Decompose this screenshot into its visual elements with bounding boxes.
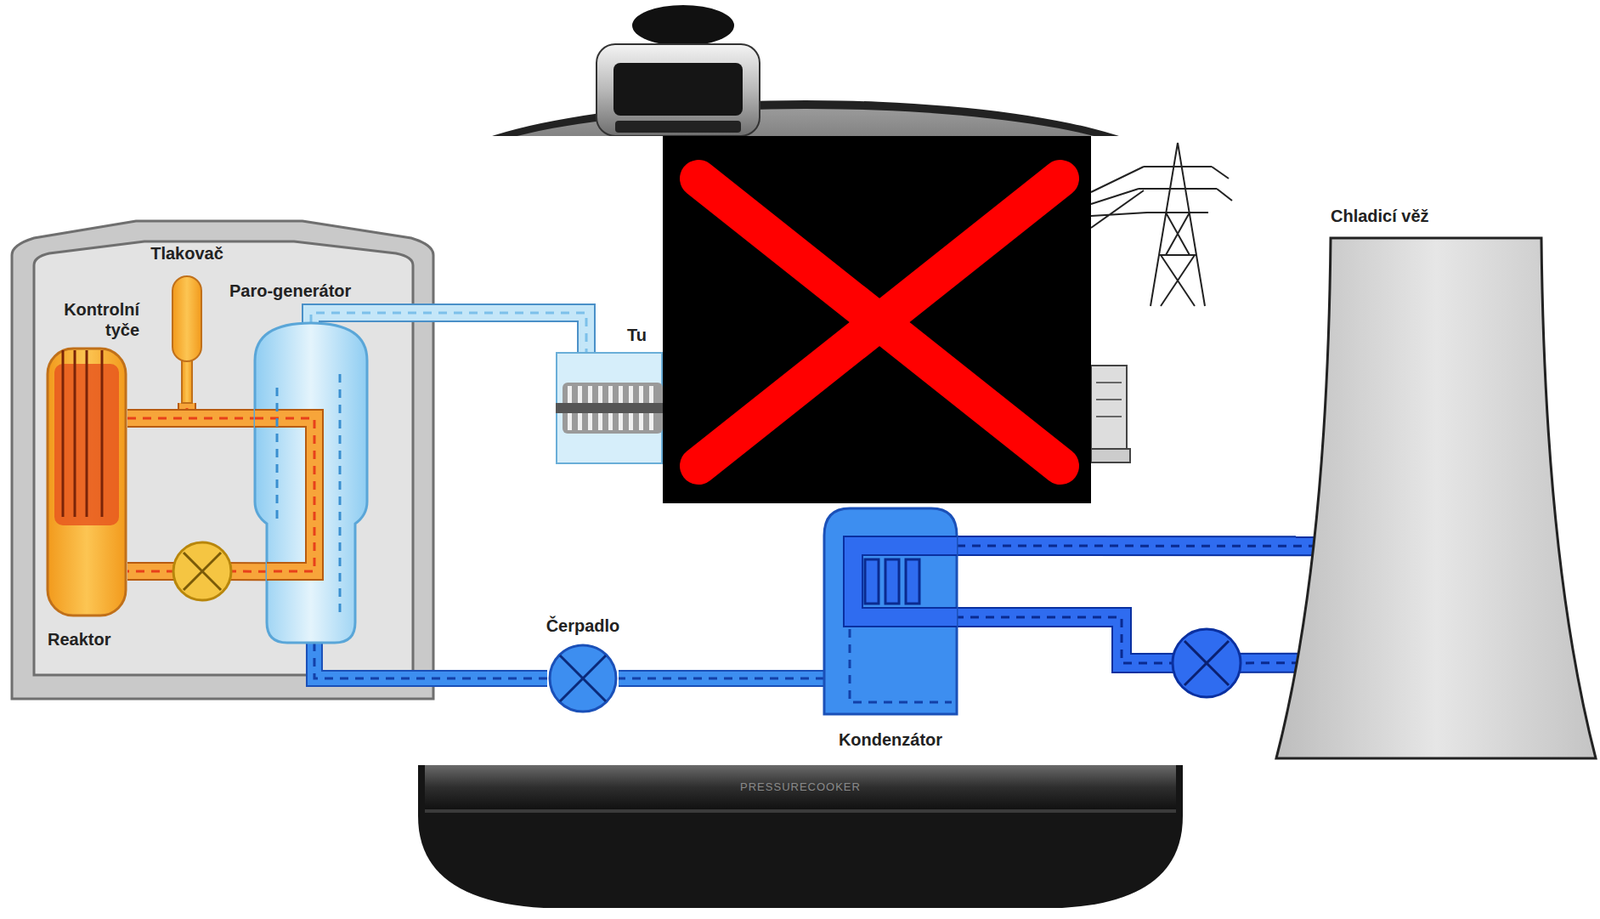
pump-shape: [547, 642, 619, 714]
pipe-body: [314, 642, 548, 679]
node-label: Tlakovač: [150, 243, 224, 264]
pipe-outline: [618, 669, 825, 687]
condenser: Kondenzátor: [824, 501, 957, 714]
pipe-body: [618, 671, 825, 685]
cooling-tower-shape: [1330, 237, 1542, 760]
node-label: Paro-generátor: [229, 280, 351, 301]
reactor-shape: [45, 346, 128, 617]
generator-symbol: [1091, 365, 1131, 463]
pipe-outline: [956, 616, 1331, 663]
cooling-tower: Chladicí věž: [1330, 237, 1542, 760]
pipe-outline: [127, 408, 255, 428]
pipe-connector: [956, 545, 1331, 547]
node-label: Reaktor: [47, 628, 111, 650]
node-label: Chladicí věž: [1330, 205, 1430, 227]
node-label: Kondenzátor: [838, 729, 943, 750]
flow-dashes: [314, 642, 548, 679]
primary-pump-symbol: [173, 542, 232, 600]
power-pylon: [1091, 142, 1233, 306]
containment-building: [11, 220, 434, 699]
flow-dashes: [618, 677, 825, 680]
turbine: Tu: [555, 351, 663, 464]
pipe-body: [956, 537, 1331, 555]
flow-dashes: [127, 416, 255, 419]
condenser-shape: [824, 501, 957, 714]
white-panel: [0, 135, 1600, 765]
pressurizer: Tlakovač: [171, 275, 203, 403]
pipe-connector: [314, 642, 548, 679]
pump-symbol: Čerpadlo: [547, 642, 619, 714]
node-label: Čerpadlo: [546, 615, 621, 636]
brand-text: PRESSURECOOKER: [732, 780, 869, 794]
pipe-outline: [314, 642, 548, 679]
steam-generator: Paro-generátor: [254, 322, 368, 643]
pipe-connector: [618, 678, 825, 679]
turbine-shape: [555, 351, 663, 464]
part-label: Kontrolní tyče: [50, 299, 140, 340]
pipe-body: [956, 616, 1331, 663]
flow-dashes: [956, 616, 1331, 663]
flow-dashes: [956, 544, 1331, 548]
node-label: Tu: [627, 324, 647, 345]
steam-generator-shape: [254, 322, 368, 643]
pipe-connector: [127, 417, 255, 419]
pressure-cooker-pot: [418, 764, 1183, 908]
pipe-outline: [956, 535, 1331, 556]
censor-box: [662, 135, 1092, 504]
pressurizer-shape: [171, 275, 203, 403]
pipe-body: [127, 410, 255, 426]
cooling-pump-symbol: [1172, 628, 1241, 697]
reactor-vessel: Reaktor: [45, 346, 128, 617]
pipe-connector: [956, 616, 1331, 663]
